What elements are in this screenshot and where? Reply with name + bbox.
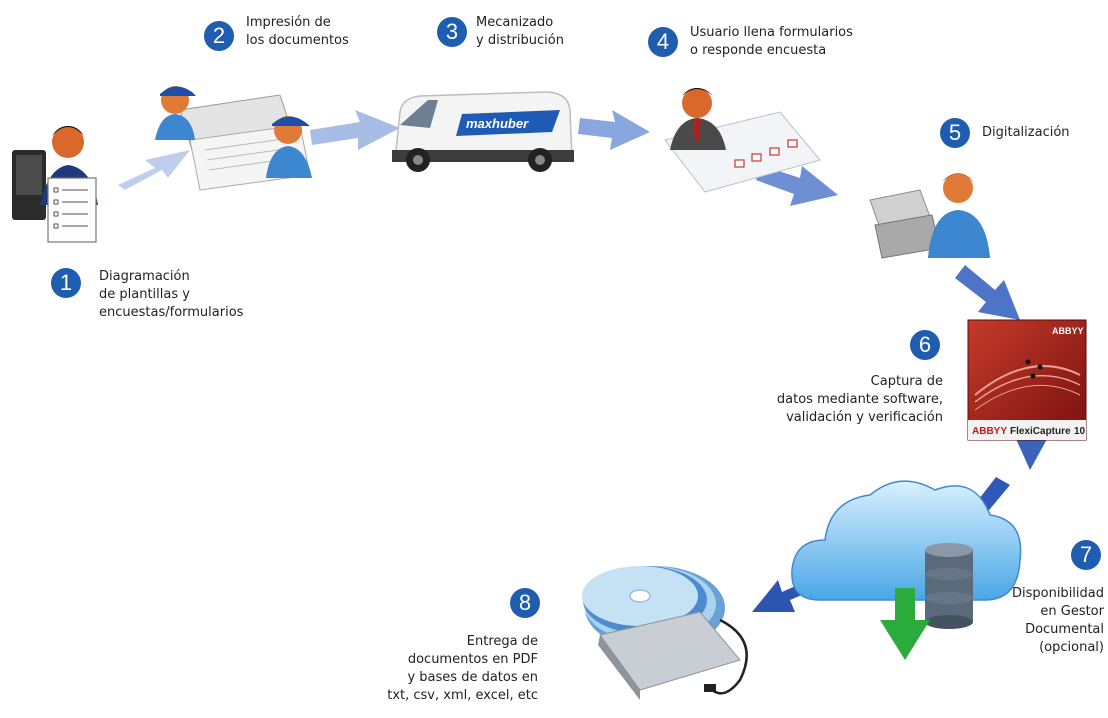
step-7-number: 7 — [1071, 540, 1101, 570]
step-6-line: datos mediante software, — [776, 392, 943, 407]
step-4-number: 4 — [648, 27, 678, 57]
form-filling-illustration — [664, 88, 821, 193]
step-4-line: o responde encuesta — [690, 43, 827, 58]
van-illustration: maxhuber — [392, 91, 574, 172]
step-3-line: y distribución — [476, 33, 564, 48]
step-8-label: Entrega de documentos en PDF y bases de … — [387, 633, 538, 705]
step-8-number: 8 — [510, 588, 540, 618]
step-1-label: Diagramación de plantillas y encuestas/f… — [99, 268, 243, 322]
step-3-line: Mecanizado — [476, 15, 554, 30]
step-2-number: 2 — [204, 21, 234, 51]
step-1-line: Diagramación — [99, 269, 190, 284]
step-3-label: Mecanizado y distribución — [476, 14, 564, 50]
software-brand-bottom: ABBYY — [972, 426, 1007, 437]
van-logo-text: maxhuber — [466, 116, 529, 131]
step-2-line: Impresión de — [246, 15, 331, 30]
step-3-number: 3 — [437, 17, 467, 47]
step-4-label: Usuario llena formularios o responde enc… — [690, 24, 853, 60]
software-version: 10 — [1074, 426, 1086, 437]
step-8-line: txt, csv, xml, excel, etc — [387, 688, 538, 703]
printing-illustration — [155, 86, 312, 191]
step-2-label: Impresión de los documentos — [246, 14, 349, 50]
designer-illustration — [12, 126, 98, 243]
step-2-line: los documentos — [246, 33, 349, 48]
step-1-line: encuestas/formularios — [99, 305, 244, 320]
step-6-line: validación y verificación — [786, 410, 943, 425]
step-7-label: Disponibilidad en Gestor Documental (opc… — [1012, 585, 1104, 657]
step-7-line: en Gestor — [1040, 604, 1104, 619]
software-brand-top: ABBYY — [1052, 326, 1084, 336]
step-7-line: Disponibilidad — [1011, 586, 1104, 601]
step-4-line: Usuario llena formularios — [690, 25, 853, 40]
step-1-number: 1 — [51, 268, 81, 298]
step-6-label: Captura de datos mediante software, vali… — [777, 373, 943, 427]
step-5-number: 5 — [940, 118, 970, 148]
cloud-storage-illustration — [791, 480, 1022, 660]
step-8-line: y bases de datos en — [407, 670, 538, 685]
step-8-line: Entrega de — [466, 634, 538, 649]
step-8-line: documentos en PDF — [407, 652, 538, 667]
delivery-media-illustration — [582, 566, 748, 700]
step-6-number: 6 — [910, 330, 940, 360]
software-product-name: FlexiCapture — [1010, 426, 1071, 437]
download-arrow-icon — [880, 588, 930, 660]
step-7-line: (opcional) — [1039, 640, 1104, 655]
database-icon — [925, 543, 973, 629]
step-1-line: de plantillas y — [99, 287, 190, 302]
software-box-illustration: ABBYY ABBYY FlexiCapture 10 — [967, 319, 1087, 441]
step-7-line: Documental — [1025, 622, 1104, 637]
step-5-line: Digitalización — [982, 125, 1070, 140]
step-6-line: Captura de — [870, 374, 943, 389]
scanner-illustration — [869, 173, 990, 259]
step-5-label: Digitalización — [982, 124, 1070, 142]
